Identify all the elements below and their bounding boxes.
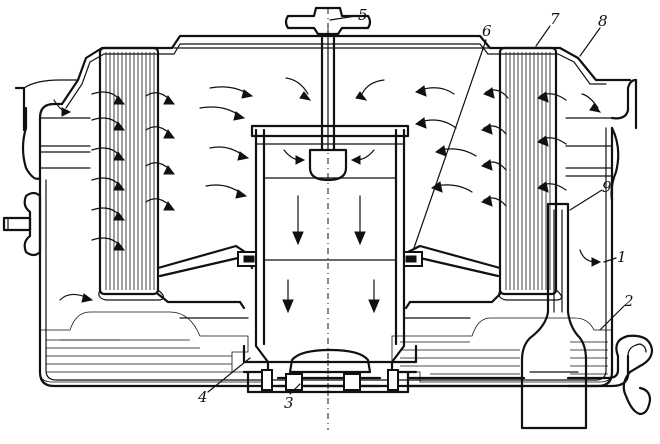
callout-6: 6 (482, 22, 492, 40)
oil-dipstick (520, 202, 588, 430)
airflow-arrows (53, 77, 602, 314)
spindle-assembly (284, 6, 372, 182)
callout-7: 7 (550, 10, 560, 28)
central-tube (237, 124, 423, 364)
callout-5: 5 (358, 6, 368, 24)
callout-4: 4 (197, 388, 208, 406)
callout-labels: 5 6 7 8 9 1 2 3 4 (197, 6, 634, 412)
callout-9: 9 (602, 178, 612, 196)
callout-leaders (207, 15, 625, 395)
callout-8: 8 (598, 12, 608, 30)
oil-hatching (46, 339, 608, 375)
callout-2: 2 (623, 292, 634, 310)
callout-3: 3 (284, 394, 294, 412)
oil-bath (39, 311, 613, 383)
inner-baffle (156, 244, 502, 319)
filter-element-right (498, 46, 563, 301)
drain-assembly (242, 334, 654, 416)
callout-1: 1 (617, 248, 627, 266)
side-wing-nut (2, 191, 42, 257)
filter-element-left (98, 46, 165, 301)
cover-lid (60, 34, 632, 109)
